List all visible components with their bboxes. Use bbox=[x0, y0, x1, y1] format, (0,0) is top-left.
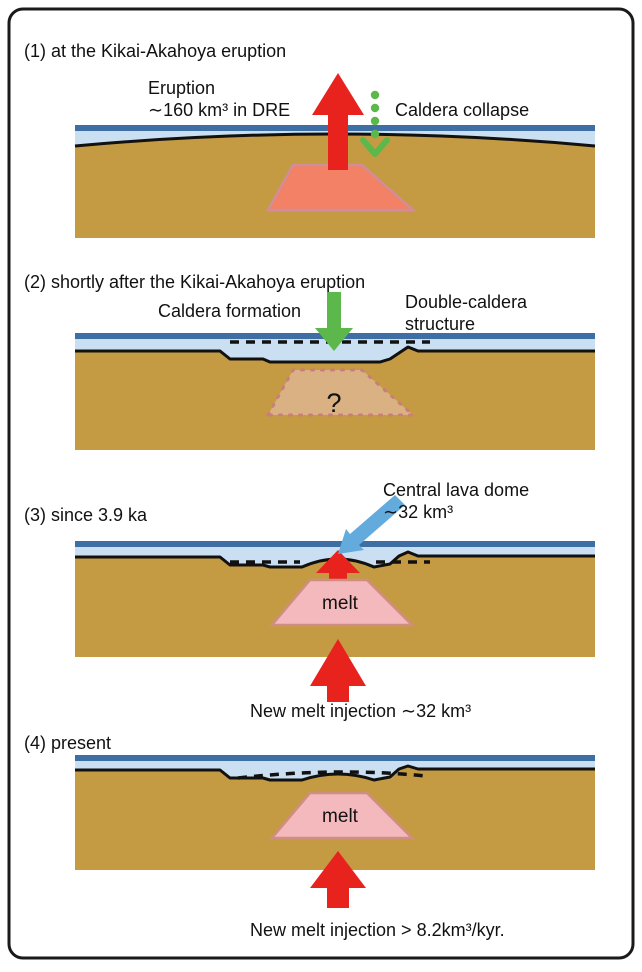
melt-label: melt bbox=[322, 806, 359, 827]
figure-border bbox=[7, 7, 635, 960]
lava-dome-pointer-arrow bbox=[338, 495, 405, 554]
collapse-chevron-icon bbox=[360, 137, 390, 157]
melt-injection-label: New melt injection ∼32 km³ bbox=[250, 701, 471, 721]
sea-surface-band bbox=[75, 755, 595, 761]
double-caldera-label-line2: structure bbox=[405, 314, 475, 334]
collapse-dot bbox=[370, 116, 380, 126]
melt-chamber bbox=[269, 578, 416, 627]
eruption-label-line2: ∼160 km³ in DRE bbox=[148, 100, 290, 120]
caldera-formation-arrow bbox=[315, 292, 353, 351]
seafloor-line bbox=[75, 764, 595, 782]
caldera-formation-label: Caldera formation bbox=[158, 301, 301, 321]
collapse-dot bbox=[370, 103, 380, 113]
panel-3-title: (3) since 3.9 ka bbox=[24, 505, 148, 525]
sea-surface-band bbox=[75, 541, 595, 547]
collapse-dot bbox=[370, 90, 380, 100]
dome-feeding-arrow bbox=[316, 550, 360, 596]
outer-caldera-dashed-line bbox=[237, 770, 426, 780]
panel-4: (4) present melt New melt injection > 8.… bbox=[24, 733, 595, 940]
caldera-collapse-label: Caldera collapse bbox=[395, 100, 529, 120]
lava-dome-label-line2: ∼32 km³ bbox=[383, 502, 453, 522]
melt-chamber bbox=[269, 791, 416, 840]
double-caldera-label-line1: Double-caldera bbox=[405, 292, 528, 312]
melt-injection-arrow bbox=[310, 639, 366, 702]
panel-1: (1) at the Kikai-Akahoya eruption Erupti… bbox=[24, 41, 596, 238]
caldera-collapse-arrow bbox=[360, 90, 390, 157]
melt-label: melt bbox=[322, 593, 359, 614]
question-mark-label: ? bbox=[326, 388, 341, 418]
unknown-magma-chamber bbox=[265, 368, 417, 417]
panel-2-title: (2) shortly after the Kikai-Akahoya erup… bbox=[24, 272, 365, 292]
collapse-dot bbox=[370, 129, 380, 139]
panel-3: (3) since 3.9 ka melt Central lava dome … bbox=[24, 480, 595, 721]
panel-1-title: (1) at the Kikai-Akahoya eruption bbox=[24, 41, 286, 61]
seafloor-line bbox=[75, 345, 595, 364]
eruption-arrow bbox=[312, 73, 364, 170]
lava-dome-label-line1: Central lava dome bbox=[383, 480, 529, 500]
panel-4-title: (4) present bbox=[24, 733, 111, 753]
melt-injection-label: New melt injection > 8.2km³/kyr. bbox=[250, 920, 505, 940]
magma-chamber bbox=[265, 163, 417, 212]
melt-injection-arrow bbox=[310, 851, 366, 908]
eruption-label-line1: Eruption bbox=[148, 78, 215, 98]
panel-2: (2) shortly after the Kikai-Akahoya erup… bbox=[24, 272, 595, 450]
